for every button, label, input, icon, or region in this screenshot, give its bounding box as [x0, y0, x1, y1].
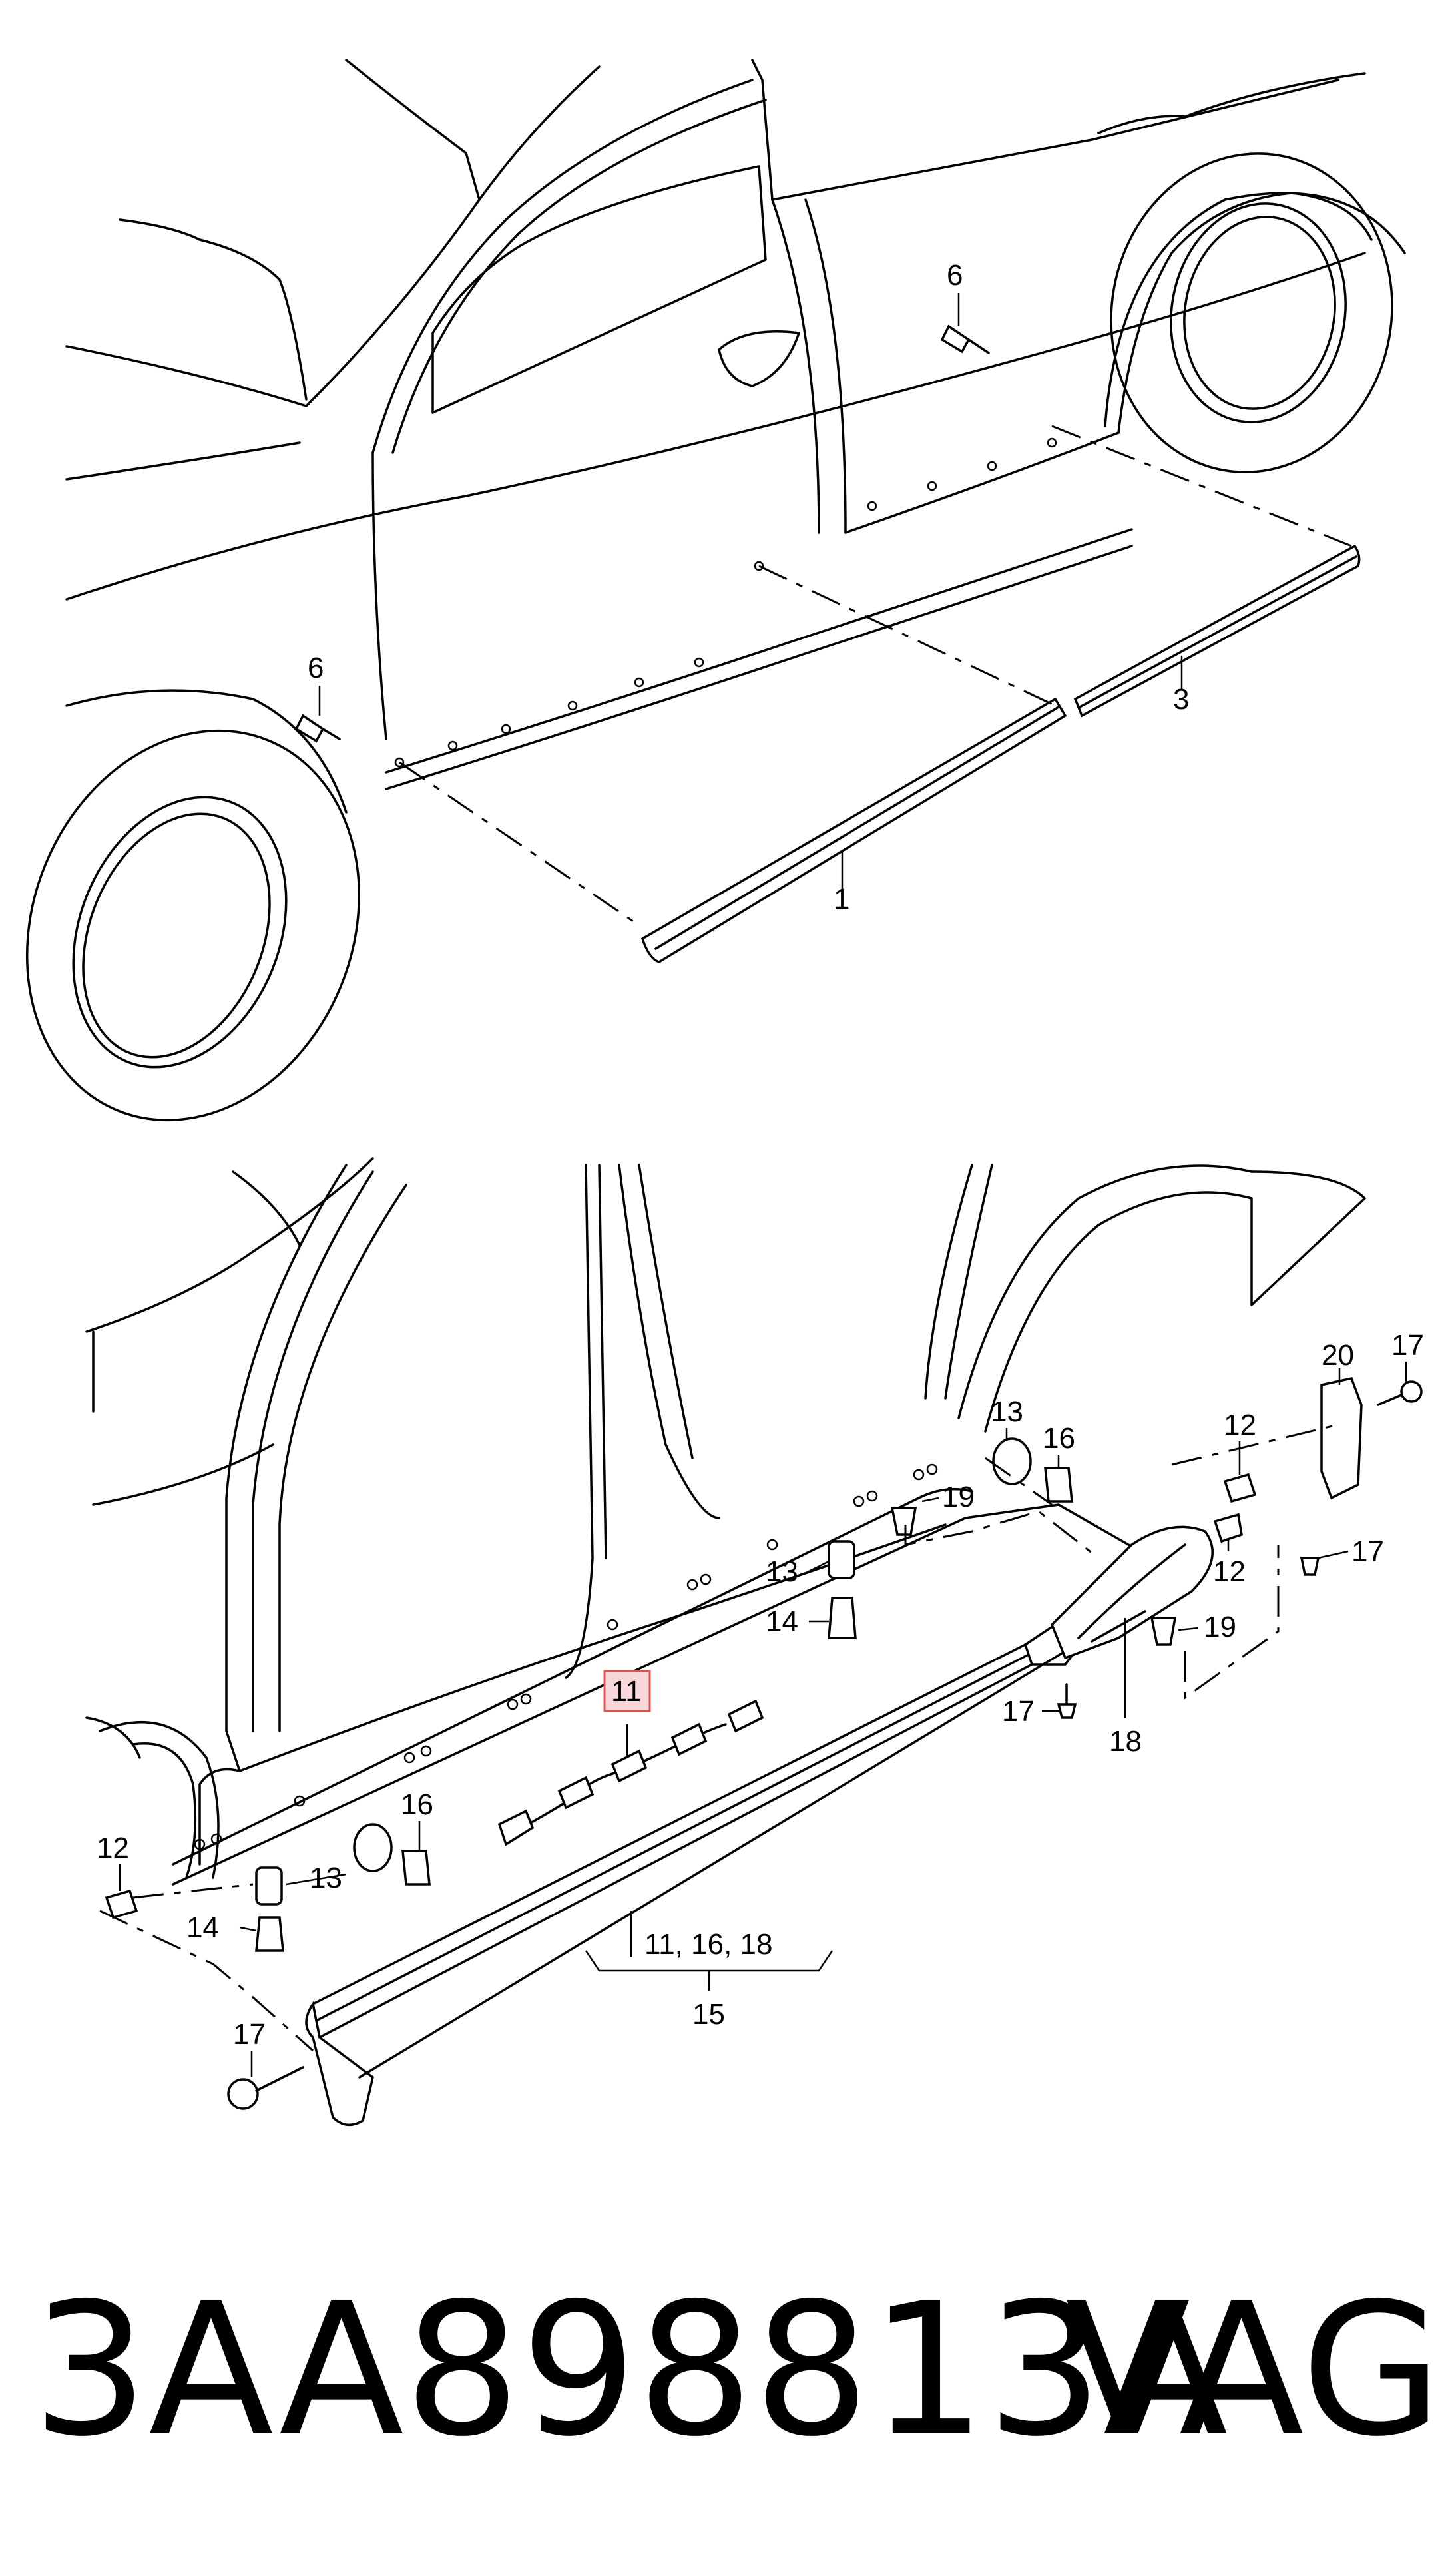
- callout-6-b: 6: [308, 652, 324, 684]
- callout-13-right: 13: [991, 1396, 1023, 1428]
- callout-14-mid: 14: [766, 1605, 798, 1638]
- callout-17-mid: 17: [1002, 1695, 1035, 1728]
- callout-12-right-2: 12: [1213, 1555, 1246, 1588]
- rear-wheel: [1104, 152, 1406, 473]
- callout-16-left: 16: [401, 1788, 433, 1821]
- screw-6-b: [294, 714, 341, 743]
- clip-13-left: [255, 1866, 283, 1906]
- grommet-13-left: [353, 1823, 393, 1872]
- clip-13-mid: [828, 1540, 855, 1579]
- callout-14-left: 14: [186, 1912, 219, 1944]
- clip-12-r1: [1223, 1473, 1257, 1503]
- lower-body-holes: [194, 1463, 938, 1850]
- callout-13-left: 13: [310, 1862, 342, 1894]
- clip-12-left: [105, 1889, 138, 1919]
- door-moldings: [640, 544, 1361, 963]
- callout-18: 18: [1109, 1725, 1142, 1758]
- callout-19-right: 19: [942, 1481, 975, 1513]
- clip-14-mid: [828, 1597, 857, 1639]
- bracket-20: [1320, 1376, 1363, 1500]
- callout-13-mid: 13: [766, 1555, 798, 1588]
- screw-17-mid: [1057, 1703, 1077, 1719]
- lower-leaders: [99, 1423, 1339, 2052]
- callout-6-a: 6: [947, 259, 963, 292]
- callout-12-left: 12: [97, 1832, 129, 1864]
- callout-17-right: 17: [1351, 1535, 1384, 1568]
- callout-11-highlighted: 11: [611, 1675, 642, 1708]
- lower-body-outline: [85, 1157, 1366, 1886]
- clip-strip-11: [497, 1699, 764, 1846]
- upper-leaders: [399, 425, 1352, 927]
- fasteners: [105, 1376, 1423, 2110]
- callout-19-low: 19: [1204, 1611, 1236, 1643]
- clip-16-left: [401, 1850, 431, 1886]
- callout-17-top-right: 17: [1391, 1329, 1424, 1362]
- clip-19-low: [1150, 1617, 1177, 1646]
- callout-15: 15: [692, 1998, 725, 2031]
- screw-17-bl: [227, 2078, 259, 2110]
- clip-16-right: [1044, 1467, 1073, 1503]
- callout-17-bottom-left: 17: [233, 2018, 266, 2051]
- callout-11-highlight: [603, 1670, 651, 1712]
- callout-12-right-1: 12: [1224, 1409, 1256, 1441]
- clip-14-left: [255, 1916, 284, 1952]
- screw-17-r: [1300, 1557, 1320, 1576]
- upper-car-outline: [65, 59, 1373, 790]
- callout-3: 3: [1173, 683, 1189, 716]
- callout-group-11-16-18: 11, 16, 18: [644, 1928, 772, 1961]
- front-wheel: [25, 689, 361, 1122]
- brand-name: VAG: [1065, 2264, 1443, 2477]
- clip-12-r2: [1213, 1513, 1243, 1543]
- screw-17-tr: [1400, 1380, 1423, 1403]
- callout-16-right: 16: [1043, 1422, 1075, 1455]
- part-number: 3AA898813A: [32, 2264, 1228, 2477]
- callout-1: 1: [834, 883, 849, 915]
- footer: 3AA898813A VAG: [0, 2257, 1456, 2483]
- sill-trim-panel: [305, 1525, 1214, 2127]
- screw-6-a: [940, 324, 990, 354]
- grommet-13-right: [992, 1437, 1032, 1485]
- rear-door-molding: [1073, 544, 1361, 718]
- upper-rocker-holes: [394, 437, 1057, 768]
- clip-19: [890, 1507, 917, 1536]
- callout-20: 20: [1322, 1339, 1354, 1372]
